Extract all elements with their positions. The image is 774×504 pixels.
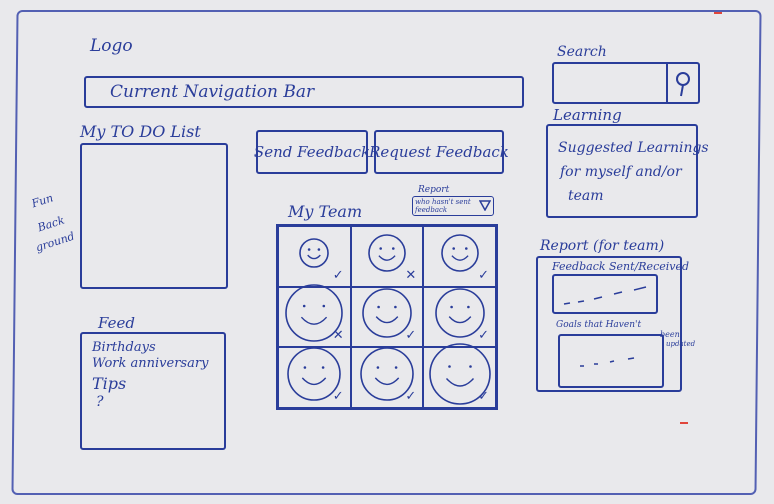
report-dropdown[interactable]: who hasn't sent feedback	[412, 196, 494, 216]
marker-dot	[714, 12, 722, 14]
smiley-face-icon	[299, 237, 330, 268]
todo-list-panel[interactable]	[80, 143, 228, 289]
learning-text-line: for myself and/or	[560, 164, 682, 180]
feed-item: Work anniversary	[92, 356, 209, 371]
search-label: Search	[557, 44, 607, 60]
team-member-cell[interactable]: ✓	[278, 226, 351, 287]
team-member-cell[interactable]: ✓	[278, 347, 351, 408]
feed-item: Tips	[92, 374, 127, 393]
smiley-face-icon	[360, 347, 414, 401]
smiley-face-icon	[434, 288, 485, 339]
team-member-cell[interactable]: ✓	[350, 347, 424, 408]
feed-title: Feed	[98, 314, 135, 332]
search-icon[interactable]	[673, 70, 693, 98]
team-member-cell[interactable]: ✓	[423, 286, 496, 348]
report-section-title: Goals that Haven't	[556, 320, 642, 330]
status-mark: ✕	[332, 328, 344, 344]
send-feedback-button[interactable]: Send Feedback	[253, 130, 371, 174]
learning-text-line: Suggested Learnings	[558, 140, 709, 156]
smiley-face-icon	[440, 233, 479, 272]
goals-not-updated-chart[interactable]	[558, 334, 664, 388]
learning-text-line: team	[568, 188, 604, 204]
search-divider	[666, 64, 668, 102]
team-grid: ✓ ✕ ✓ ✕ ✓ ✓ ✓ ✓ ✓	[276, 224, 498, 410]
status-mark: ✓	[405, 328, 417, 344]
feed-panel[interactable]: Birthdays Work anniversary Tips ?	[80, 332, 226, 450]
feed-item: Birthdays	[92, 340, 156, 355]
logo: Logo	[90, 36, 133, 56]
sketch-line	[563, 286, 647, 305]
smiley-face-icon	[287, 347, 342, 401]
feedback-sent-received-chart[interactable]	[552, 274, 658, 314]
team-member-cell[interactable]: ✓	[423, 226, 496, 287]
request-feedback-label: Request Feedback	[369, 143, 509, 161]
todo-title: My TO DO List	[80, 122, 201, 141]
status-mark: ✓	[478, 267, 489, 283]
status-mark: ✓	[332, 389, 344, 404]
team-title: My Team	[288, 202, 363, 221]
marker-dot	[680, 422, 688, 424]
report-dropdown-value: who hasn't sent feedback	[415, 198, 471, 214]
smiley-face-icon	[285, 284, 344, 343]
report-team-title: Report (for team)	[540, 238, 665, 254]
smiley-face-icon	[428, 343, 491, 405]
status-mark: ✓	[332, 267, 344, 283]
learning-title: Learning	[553, 106, 622, 124]
team-member-cell[interactable]: ✕	[350, 226, 424, 287]
report-section-title: been	[660, 330, 680, 339]
smiley-face-icon	[362, 288, 412, 339]
sketch-line	[580, 357, 635, 367]
team-member-cell[interactable]: ✓	[350, 286, 424, 348]
status-mark: ✕	[405, 267, 417, 283]
request-feedback-button[interactable]: Request Feedback	[369, 130, 509, 174]
report-team-panel: Feedback Sent/Received Goals that Haven'…	[536, 256, 695, 392]
status-mark: ✓	[478, 389, 489, 404]
status-mark: ✓	[405, 389, 417, 404]
smiley-face-icon	[368, 233, 406, 272]
report-label: Report	[418, 185, 450, 195]
chevron-down-icon	[479, 200, 491, 211]
team-member-cell[interactable]: ✓	[423, 343, 496, 408]
report-section-title: Feedback Sent/Received	[552, 260, 690, 273]
report-section-title: updated	[666, 340, 696, 348]
feed-item: ?	[96, 394, 104, 410]
navigation-bar[interactable]: Current Navigation Bar	[84, 76, 524, 108]
navigation-bar-label: Current Navigation Bar	[110, 82, 315, 102]
send-feedback-label: Send Feedback	[253, 143, 371, 161]
team-member-cell[interactable]: ✕	[278, 284, 351, 348]
learning-panel[interactable]: Suggested Learnings for myself and/or te…	[546, 124, 709, 218]
status-mark: ✓	[478, 328, 489, 344]
search-input[interactable]	[552, 62, 700, 104]
